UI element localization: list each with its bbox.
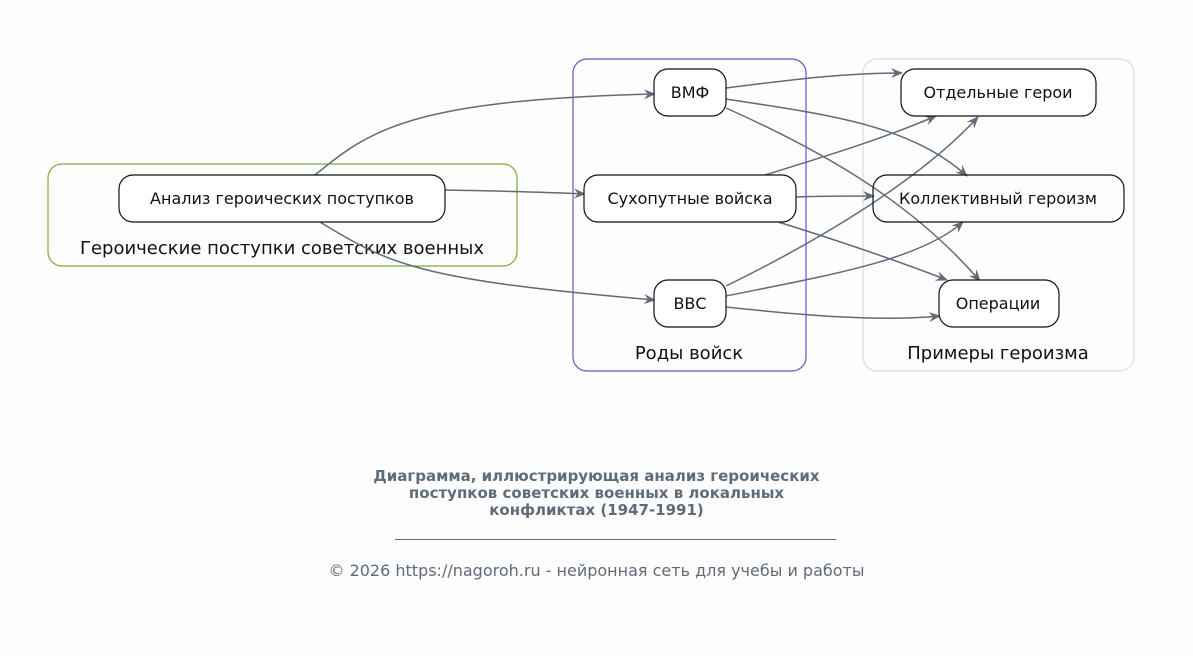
cluster-examples-label: Примеры героизма [907,343,1089,364]
diagram-caption-title: Диаграмма, иллюстрирующая анализ героиче… [0,468,1193,519]
node-operations-label: Операции [956,294,1041,313]
copyright-footer: © 2026 https://nagoroh.ru - нейронная се… [328,561,865,580]
edge-navy-operations [725,107,981,282]
cluster-examples: Примеры героизма [862,58,1135,372]
edge-airforce-operations [725,306,941,323]
node-navy-label: ВМФ [671,83,710,102]
caption-title-line: конфликтах (1947-1991) [489,501,704,519]
node-navy[interactable]: ВМФ [653,68,727,117]
edge-analysis-airforce [319,221,656,305]
node-collective-heroism-label: Коллективный героизм [899,189,1097,208]
cluster-heroic-acts: Героические поступки советских военных [47,163,518,267]
caption-title-line: поступков советских военных в локальных [408,484,785,502]
edge-army-collective [795,191,875,202]
caption-divider [395,539,836,540]
node-airforce[interactable]: ВВС [653,279,727,328]
caption-title-line: Диаграмма, иллюстрирующая анализ героиче… [373,467,820,485]
edges [314,68,981,323]
cluster-examples-border [862,58,1135,372]
diagram-canvas: Героические поступки советских военных Р… [47,58,1135,372]
edge-navy-individual [725,68,903,89]
edge-army-individual [764,115,937,176]
cluster-branches: Роды войск [572,58,807,372]
edge-analysis-navy [314,89,656,176]
node-army[interactable]: Сухопутные войска [583,174,797,223]
edge-airforce-individual [725,116,979,287]
cluster-heroic-acts-label: Героические поступки советских военных [80,238,484,259]
node-operations[interactable]: Операции [938,279,1060,328]
cluster-branches-border [572,58,807,372]
node-individual-heroes[interactable]: Отдельные герои [900,68,1097,117]
edge-analysis-army [444,188,586,199]
edge-army-operations [774,220,948,281]
node-analysis-label: Анализ героических поступков [150,189,414,208]
cluster-branches-label: Роды войск [635,343,743,364]
node-army-label: Сухопутные войска [607,189,772,208]
node-airforce-label: ВВС [673,294,706,313]
edge-airforce-collective [725,221,964,297]
cluster-heroic-acts-border [47,163,518,267]
node-individual-heroes-label: Отдельные герои [923,83,1072,102]
node-collective-heroism[interactable]: Коллективный героизм [872,174,1125,223]
edge-navy-collective [725,98,968,177]
node-analysis[interactable]: Анализ героических поступков [118,174,446,223]
